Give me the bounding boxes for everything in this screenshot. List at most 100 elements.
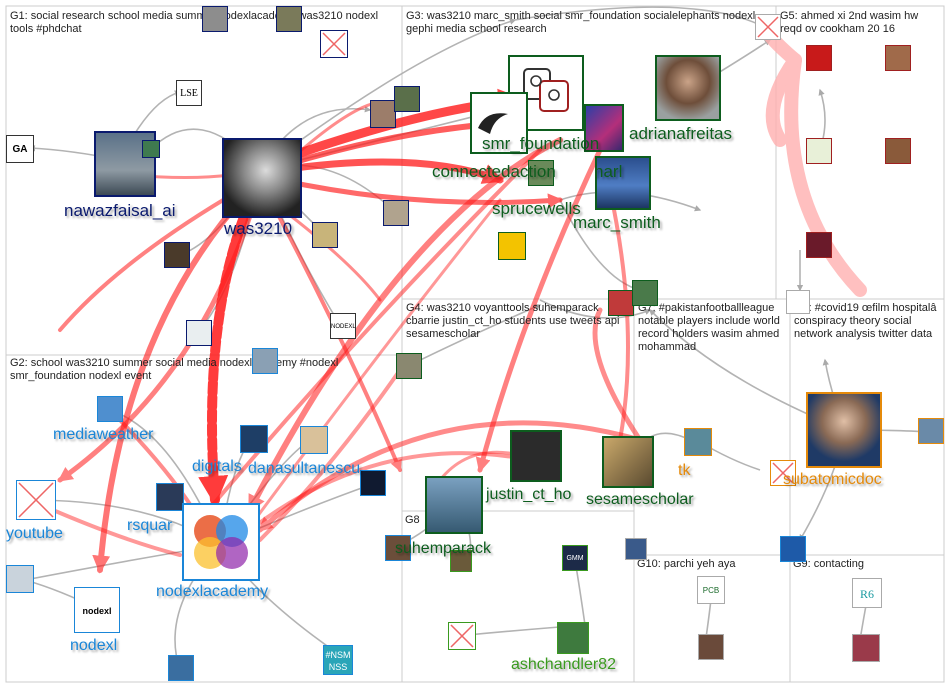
socialelephants-logo[interactable] <box>498 232 526 260</box>
tk-avatar[interactable] <box>684 428 712 456</box>
broken-image-icon <box>18 482 54 518</box>
label-danasultanescu: danasultanescu <box>248 460 361 477</box>
label-ashchandler82: ashchandler82 <box>511 656 616 673</box>
label-subatomicdoc: subatomicdoc <box>783 471 882 488</box>
group-caption-g5: G5: ahmed xi 2nd wasim hw reqd ov cookha… <box>780 10 919 35</box>
group-caption-g4: G4: was3210 voyanttools suhemparack cbar… <box>406 302 620 340</box>
g1-avatar-4[interactable] <box>312 222 338 248</box>
g1-avatar-5[interactable] <box>164 242 190 268</box>
g1-avatar-1[interactable] <box>370 100 396 128</box>
g1-avatar-8[interactable] <box>276 6 302 32</box>
suhemparack-avatar[interactable] <box>425 476 483 534</box>
g2-avatar-2[interactable] <box>360 470 386 496</box>
subatomicdoc-avatar[interactable] <box>806 392 882 468</box>
group-box-g5 <box>775 5 945 300</box>
g2-avatar-1[interactable] <box>252 348 278 374</box>
g4-avatar-1[interactable] <box>396 353 422 379</box>
group-box-g10 <box>633 554 791 683</box>
sprucewells-avatar[interactable] <box>528 160 554 186</box>
g7-missing-image[interactable] <box>770 460 796 486</box>
group-caption-g10: G10: parchi yeh aya <box>637 558 736 570</box>
nodexlacademy-logo[interactable] <box>182 503 260 581</box>
label-justin-ct-ho: justin_ct_ho <box>486 486 572 503</box>
g9-avatar-2[interactable] <box>852 634 880 662</box>
pcb-logo[interactable]: PCB <box>697 576 725 604</box>
ga-logo-text: GA <box>12 144 28 155</box>
lse-logo[interactable]: LSE <box>176 80 202 106</box>
g2-avatar-3[interactable] <box>168 655 194 681</box>
marc-smith-avatar[interactable] <box>595 156 651 210</box>
pcb-logo-text: PCB <box>702 586 720 595</box>
g1-missing-image[interactable] <box>320 30 348 58</box>
label-nodexl: nodexl <box>70 637 118 654</box>
overlapping-circles-icon <box>194 515 248 569</box>
group-caption-g8: G8 <box>405 514 420 526</box>
narlesh-avatar[interactable] <box>584 104 624 152</box>
label-tk: tk <box>678 462 691 479</box>
g8-missing-image[interactable] <box>448 622 476 650</box>
g6-avatar-2[interactable] <box>786 290 810 314</box>
youtube-missing-image[interactable] <box>16 480 56 520</box>
g8-avatar-1[interactable] <box>450 550 472 572</box>
group-box-g1 <box>5 5 403 356</box>
broken-image-icon <box>322 32 346 56</box>
label-nawazfaisal-ai: nawazfaisal_ai <box>64 201 176 220</box>
r6-logo-text: R6 <box>859 587 874 601</box>
group-caption-g9: G9: contacting <box>793 558 864 570</box>
g6-avatar-1[interactable] <box>918 418 944 444</box>
g4-avatar-2[interactable] <box>608 290 634 316</box>
g1-avatar-2[interactable] <box>394 86 420 112</box>
danasultanescu-avatar[interactable] <box>300 426 328 454</box>
g7-avatar-1[interactable] <box>625 538 647 560</box>
label-mediaweather: mediaweather <box>53 426 154 443</box>
swoosh-icon <box>478 113 508 134</box>
r6-logo[interactable]: R6 <box>852 578 882 608</box>
was3210-avatar[interactable] <box>222 138 302 218</box>
nodexl-badge-logo[interactable]: NODEXL <box>330 313 356 339</box>
label-smr-foundation: smr_foundation <box>482 134 600 153</box>
g1-avatar-3[interactable] <box>383 200 409 226</box>
g5-avatar-2[interactable] <box>885 45 911 71</box>
mediaweather-avatar[interactable] <box>97 396 123 422</box>
g5-missing-image[interactable] <box>755 14 781 40</box>
sesamescholar-avatar[interactable] <box>602 436 654 488</box>
lse-logo-text: LSE <box>180 88 198 99</box>
speech-bubble-icon <box>523 68 569 112</box>
nodexl-logo-text: nodexl <box>82 606 112 616</box>
broken-image-icon <box>772 462 794 484</box>
g1-avatar-7[interactable] <box>202 6 228 32</box>
label-sesamescholar: sesamescholar <box>586 491 694 508</box>
g5-avatar-4[interactable] <box>885 138 911 164</box>
adrianafreitas-avatar[interactable] <box>655 55 721 121</box>
ashchandler82-avatar[interactable] <box>557 622 589 654</box>
g5-avatar-3[interactable] <box>806 138 832 164</box>
nodexl-logo[interactable]: nodexl <box>74 587 120 633</box>
group-caption-g3: G3: was3210 marc_smith social smr_founda… <box>406 10 756 35</box>
g1-avatar-9[interactable] <box>142 140 160 158</box>
g2-robot-avatar[interactable] <box>6 565 34 593</box>
group-caption-g6: G6: #covid19 œfilm hospitalâ conspiracy … <box>794 302 937 340</box>
g5-avatar-1[interactable] <box>806 45 832 71</box>
connectedaction-avatar[interactable] <box>470 92 528 154</box>
g4-avatar-3[interactable] <box>632 280 658 306</box>
g1-avatar-6[interactable] <box>186 320 212 346</box>
g2-avatar-4[interactable] <box>385 535 411 561</box>
rsquare-avatar[interactable] <box>156 483 184 511</box>
label-was3210: was3210 <box>224 219 293 238</box>
g10-avatar-1[interactable] <box>698 634 724 660</box>
nsmnss-logo[interactable]: #NSM NSS <box>323 645 353 675</box>
group-caption-g2: G2: school was3210 summer social media n… <box>10 357 339 382</box>
digitals-avatar[interactable] <box>240 425 268 453</box>
label-rsquare: rsquar <box>127 517 173 534</box>
g5-avatar-5[interactable] <box>806 232 832 258</box>
ga-logo[interactable]: GA <box>6 135 34 163</box>
g9-avatar-1[interactable] <box>780 536 806 562</box>
label-marc-smith: marc_smith <box>573 213 661 232</box>
nsmnss-logo-text: #NSM NSS <box>325 650 351 672</box>
g8-gmm-logo[interactable]: GMM <box>562 545 588 571</box>
justin-ct-ho-avatar[interactable] <box>510 430 562 482</box>
nodexl-badge-text: NODEXL <box>331 324 356 330</box>
label-sprucewells: sprucewells <box>492 199 581 218</box>
group-box-g9 <box>789 554 945 683</box>
label-connectedaction: connectedaction <box>432 162 556 181</box>
